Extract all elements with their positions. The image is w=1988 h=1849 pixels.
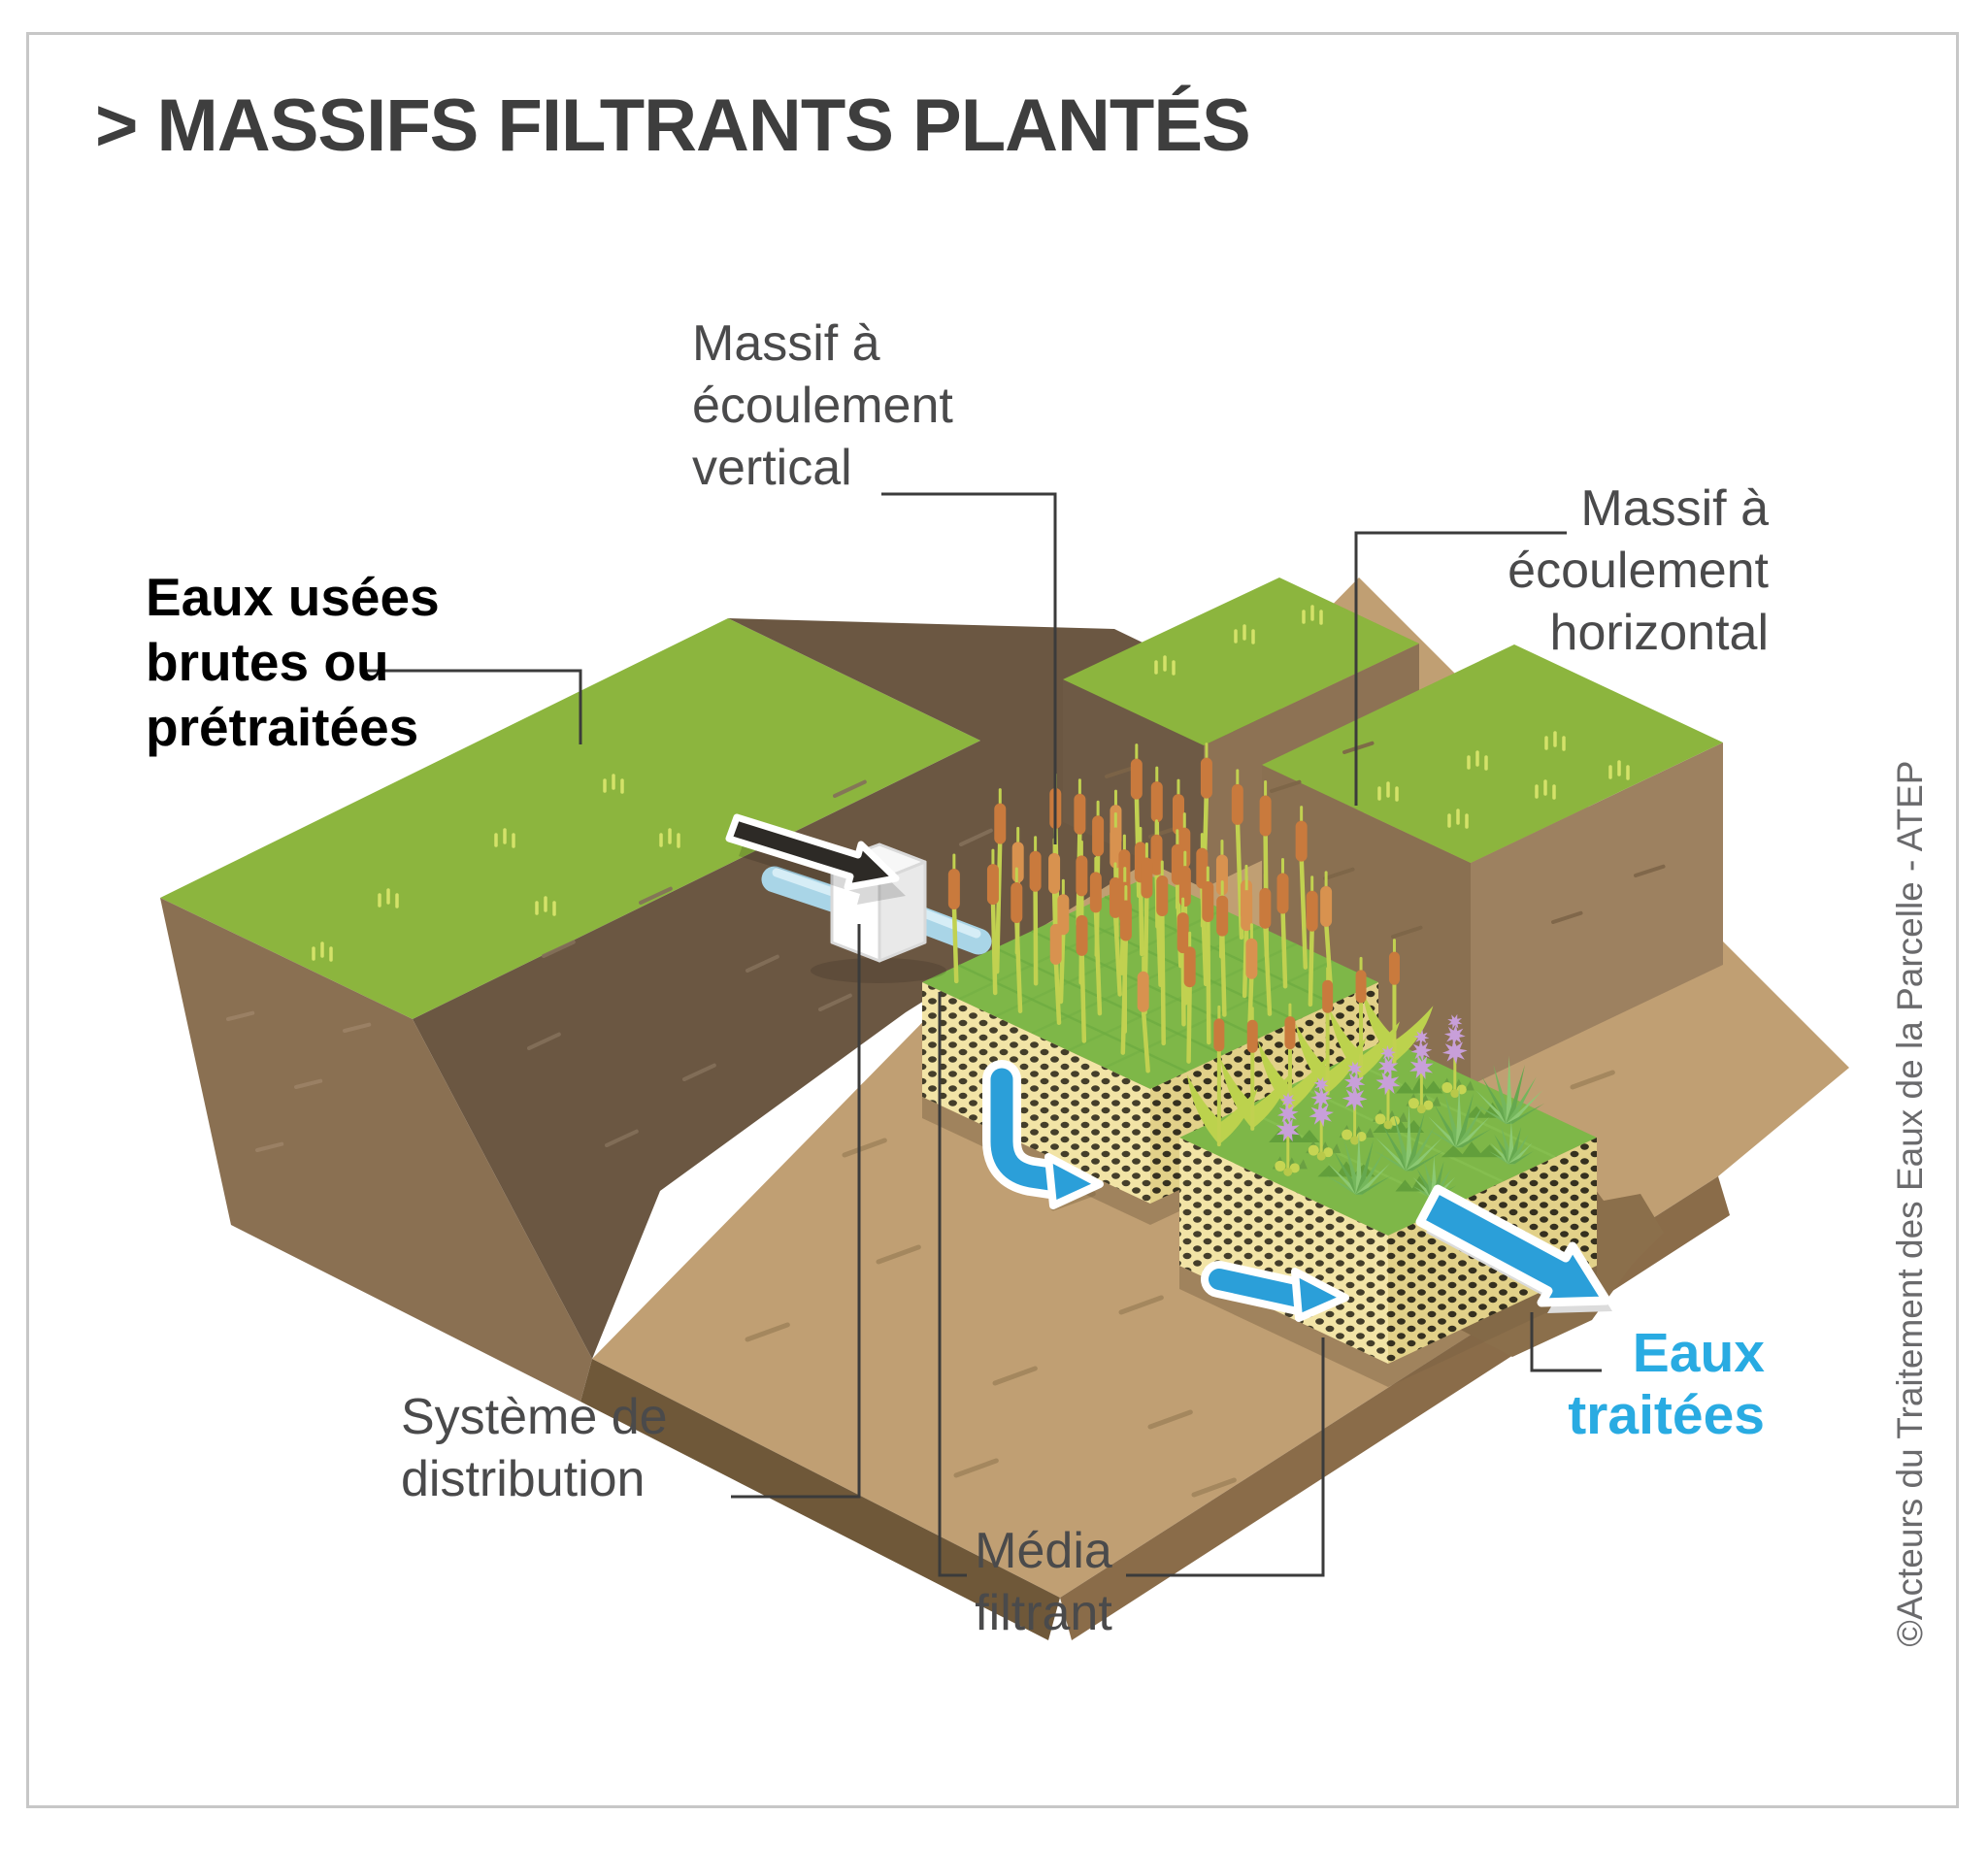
- leader-systeme: [731, 924, 861, 1499]
- label-eaux-traitees: Eaux traitées: [1568, 1322, 1765, 1446]
- leader-media-left: [938, 992, 967, 1577]
- label-massif-horizontal: Massif à écoulement horizontal: [1508, 480, 1769, 661]
- outlet-pipe: [909, 907, 992, 955]
- page-title: > MASSIFS FILTRANTS PLANTÉS: [95, 84, 1251, 167]
- label-media-filtrant: Média filtrant: [975, 1523, 1112, 1641]
- leader-lines: [366, 492, 1602, 1577]
- rear-mound-top: [1063, 578, 1419, 745]
- label-eaux-usees: Eaux usées brutes ou prétraitées: [146, 567, 440, 757]
- leader-eaux-usees: [366, 669, 582, 744]
- leader-media-right: [1126, 1337, 1325, 1577]
- leader-massif-horizontal: [1354, 531, 1567, 806]
- leader-massif-vertical: [881, 492, 1057, 844]
- page-border: [26, 32, 1959, 1808]
- leader-eaux-traitees: [1530, 1312, 1602, 1372]
- reed-plants: [947, 743, 1333, 1073]
- marsh-plants: [1186, 939, 1545, 1199]
- label-systeme-distribution: Système de distribution: [401, 1389, 668, 1507]
- treated-water-arrow: [1415, 1184, 1612, 1313]
- wastewater-arrow: [725, 813, 906, 905]
- left-bank-face: [160, 898, 592, 1402]
- horizontal-flow-arrow: [1291, 1268, 1349, 1322]
- right-mound-top: [1262, 644, 1723, 863]
- downflow-arrow: [1044, 1153, 1104, 1209]
- label-massif-vertical: Massif à écoulement vertical: [692, 315, 953, 496]
- left-grass-top: [160, 618, 980, 1019]
